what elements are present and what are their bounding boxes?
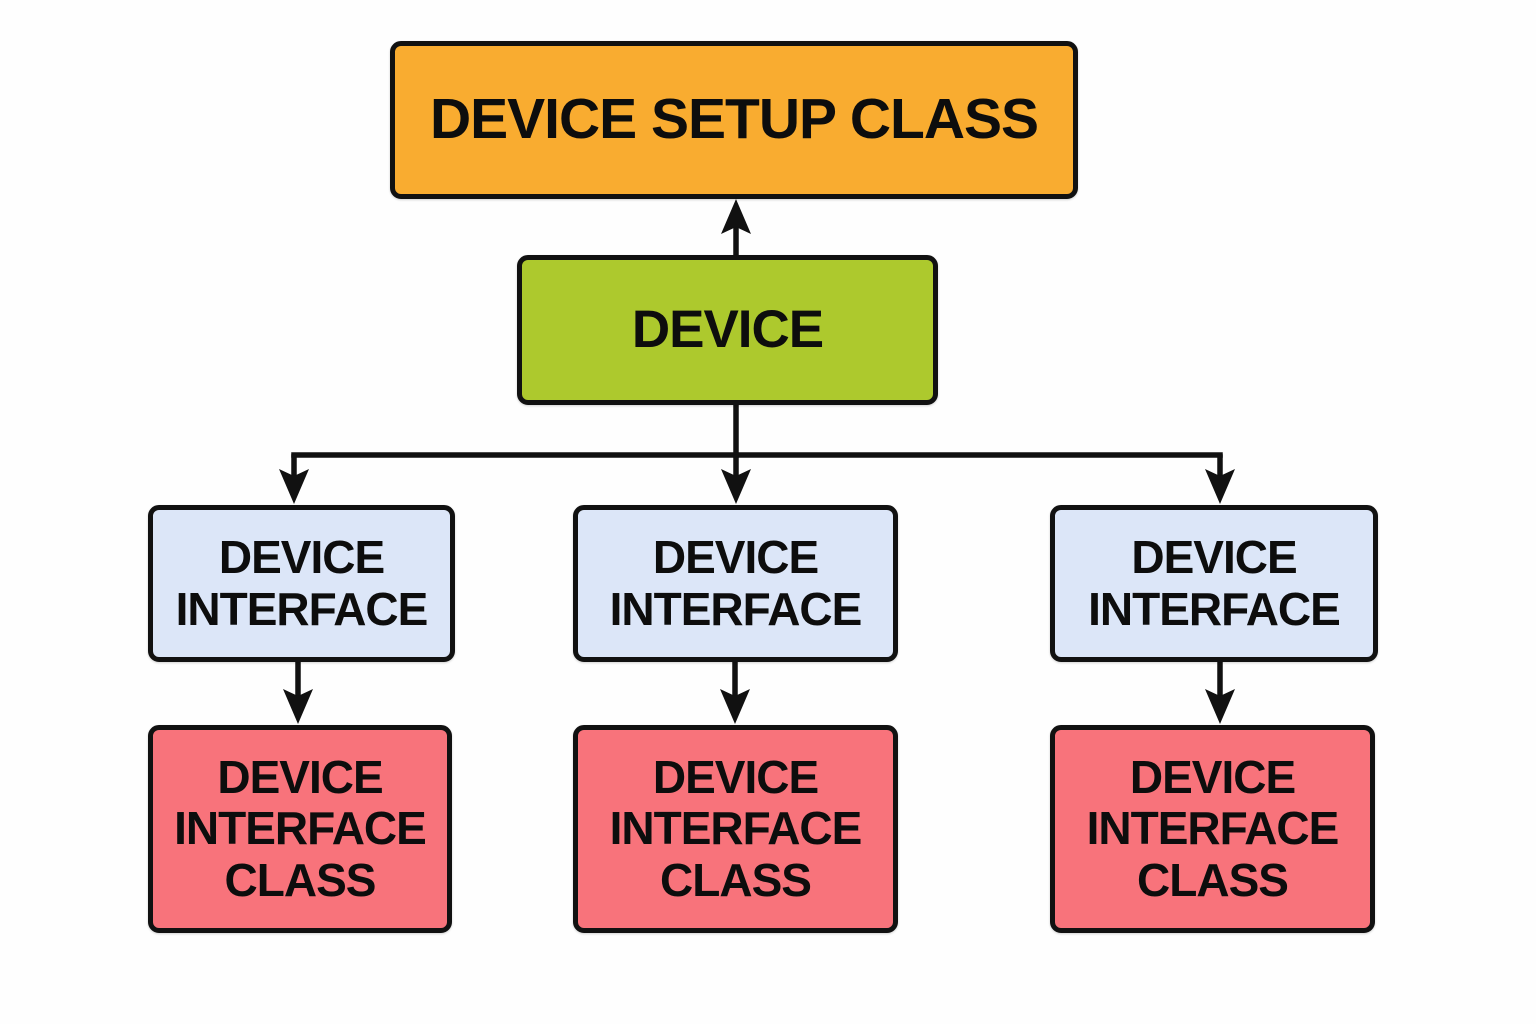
- edge-device-to-interface-right: [1205, 454, 1235, 504]
- edge-device-to-interface-mid: [721, 454, 751, 504]
- node-device-setup-class: DEVICE SETUP CLASS: [390, 41, 1078, 199]
- node-device-interface-class-mid-label: DEVICE INTERFACE CLASS: [609, 750, 863, 906]
- edge-interface-mid-to-class-mid: [720, 658, 750, 724]
- edge-device-to-setup-class: [721, 199, 751, 259]
- node-device-interface-right-label: DEVICE INTERFACE: [1088, 530, 1341, 635]
- node-device-interface-mid: DEVICE INTERFACE: [573, 505, 898, 662]
- edge-device-to-interface-left: [279, 454, 309, 504]
- edge-interface-right-to-class-right: [1205, 658, 1235, 724]
- node-device-interface-class-right: DEVICE INTERFACE CLASS: [1050, 725, 1375, 933]
- node-device-interface-left: DEVICE INTERFACE: [148, 505, 455, 662]
- node-device-interface-class-left: DEVICE INTERFACE CLASS: [148, 725, 452, 933]
- node-device-interface-mid-label: DEVICE INTERFACE: [609, 530, 863, 635]
- node-device-setup-class-label: DEVICE SETUP CLASS: [429, 87, 1039, 152]
- node-device: DEVICE: [517, 255, 938, 405]
- node-device-interface-right: DEVICE INTERFACE: [1050, 505, 1378, 662]
- node-device-label: DEVICE: [631, 300, 824, 360]
- edge-device-branch-trunk: [291, 401, 1223, 458]
- edge-interface-left-to-class-left: [283, 658, 313, 724]
- node-device-interface-class-left-label: DEVICE INTERFACE CLASS: [174, 750, 427, 906]
- node-device-interface-class-mid: DEVICE INTERFACE CLASS: [573, 725, 898, 933]
- node-device-interface-left-label: DEVICE INTERFACE: [175, 530, 429, 635]
- node-device-interface-class-right-label: DEVICE INTERFACE CLASS: [1086, 750, 1340, 906]
